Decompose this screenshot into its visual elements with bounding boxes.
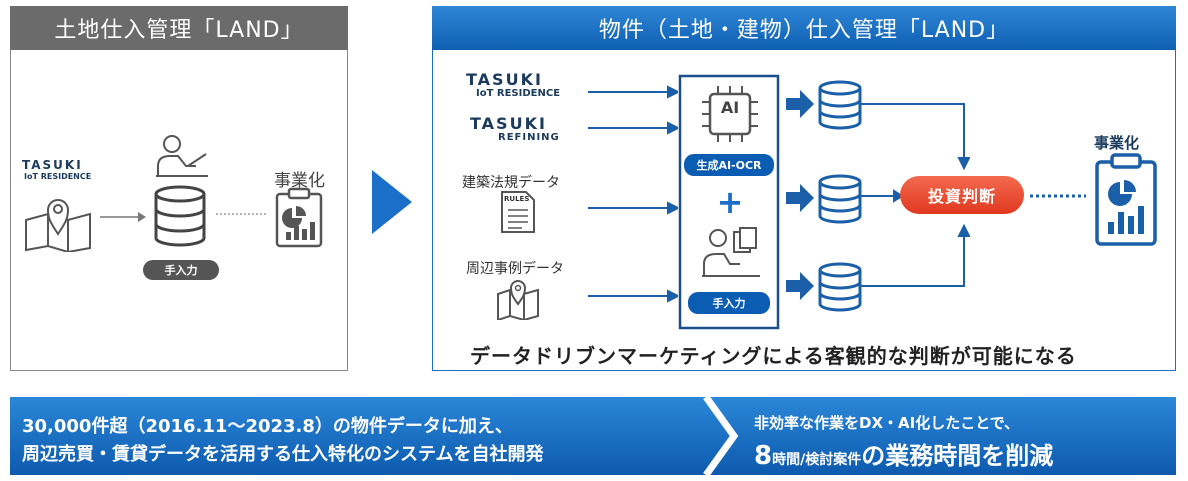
clipboard-chart-icon-right [1095,153,1157,246]
bottom-right-line1: 非効率な作業をDX・AI化したことで、 [754,414,1020,432]
arrow-icon [100,212,146,222]
big-chevron-icon [372,170,412,234]
map-pin-icon-right [497,280,539,320]
right-panel-title: 物件（土地・建物）仕入管理「LAND」 [432,6,1176,50]
ai-input-box [678,74,780,330]
clipboard-chart-icon [275,187,323,248]
database-icon [154,185,206,247]
bottom-chevron-icon [703,397,739,475]
ai-label: AI [720,98,740,117]
outcome-label-right: 事業化 [1094,134,1140,152]
decision-connectors [860,103,970,287]
tasuki-logo-2: TASUKI [470,114,547,133]
hours-tail: の業務時間を削減 [861,442,1054,470]
bottom-left-line2: 周辺売買・賃貸データを活用する仕入特化のシステムを自社開発 [22,444,544,465]
investment-decision-badge: 投資判断 [900,176,1024,214]
ocr-badge: 生成AI-OCR [684,154,774,176]
tasuki-logo-left: TASUKI [22,158,83,172]
database-stack-group [786,80,862,312]
source-arrows [588,85,678,303]
plus-sign: + [716,183,744,221]
dotted-line [216,213,268,215]
rules-doc-label: RULES [504,195,530,203]
rules-document-icon [501,191,535,233]
ai-chip-icon [702,86,758,142]
iot-residence-logo-left: IoT RESIDENCE [24,172,92,181]
hours-unit: 時間/検討案件 [772,452,862,468]
map-pin-icon [25,199,91,252]
bottom-left-line1: 30,000件超（2016.11～2023.8）の物件データに加え、 [22,416,513,437]
person-at-desk-icon [156,135,208,177]
conclusion-text: データドリブンマーケティングによる客観的な判断が可能になる [470,344,1077,368]
outcome-label-left: 事業化 [274,171,325,191]
person-with-document-icon [702,227,760,277]
refining-logo: REFINING [498,132,560,143]
bottom-right-line2: 8時間/検討案件の業務時間を削減 [754,436,1053,471]
manual-input-badge-right: 手入力 [688,292,770,314]
manual-input-badge-left: 手入力 [143,260,219,280]
tasuki-logo-1: TASUKI [466,70,543,89]
iot-residence-logo: IoT RESIDENCE [476,88,561,99]
left-panel-title: 土地仕入管理「LAND」 [10,6,348,50]
building-law-data-label: 建築法規データ [462,175,560,191]
bottom-summary-bar [10,397,1176,475]
surrounding-case-data-label: 周辺事例データ [466,261,564,277]
hours-number: 8 [754,441,773,471]
dotted-connector [1030,194,1086,198]
